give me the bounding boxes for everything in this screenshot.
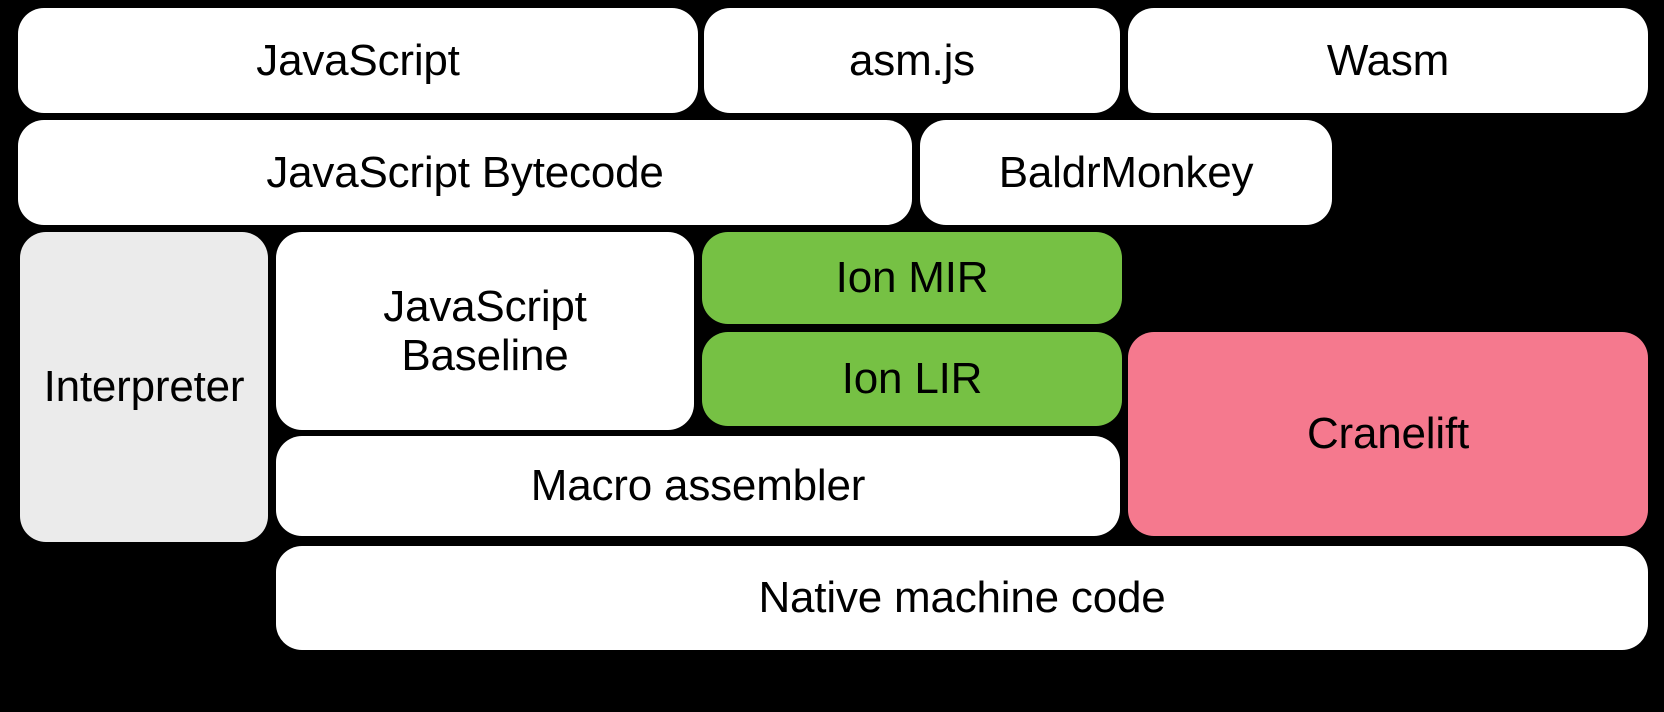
node-javascript-bytecode: JavaScript Bytecode: [18, 120, 912, 225]
node-asm-js: asm.js: [704, 8, 1120, 113]
node-cranelift: Cranelift: [1128, 332, 1648, 536]
node-macro-assembler: Macro assembler: [276, 436, 1120, 536]
node-ion-lir: Ion LIR: [702, 332, 1122, 426]
node-native-machine-code: Native machine code: [276, 546, 1648, 650]
node-javascript: JavaScript: [18, 8, 698, 113]
node-baldrmonkey: BaldrMonkey: [920, 120, 1332, 225]
node-javascript-baseline: JavaScript Baseline: [276, 232, 694, 430]
node-interpreter: Interpreter: [20, 232, 268, 542]
node-ion-mir: Ion MIR: [702, 232, 1122, 324]
node-wasm: Wasm: [1128, 8, 1648, 113]
